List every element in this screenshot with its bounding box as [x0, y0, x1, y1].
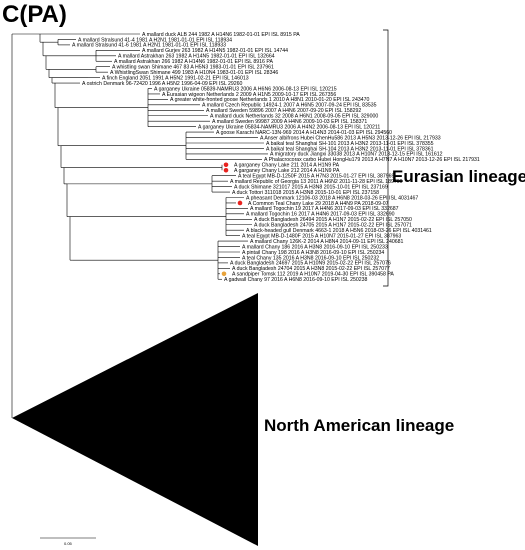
- leaf-label: A baikal teal Shanghai SH-104 2013 A H3N…: [266, 146, 434, 152]
- leaf-label: A pheasant Denmark 12106-03 2018 A H6N8 …: [246, 195, 418, 201]
- leaf-label: A mallard Chany 126K-2 2014 A H8N4 2014-…: [250, 239, 404, 245]
- leaf-label: A duck Shimane 321017 2015 A H3N8 2015-1…: [234, 184, 388, 190]
- eurasian-clade-bracket: [383, 29, 389, 287]
- eurasian-tree: A mallard duck ALB 244 1982 A H14N6 1982…: [11, 32, 480, 418]
- leaf-label: A gadwall Chany 97 2016 A H6N8 2016-09-1…: [224, 277, 368, 283]
- leaf-label: A mallard Sweden 99987 2009 A H4N6 2009-…: [212, 119, 367, 125]
- leaf-label: A migratory duck Jiangxi 33038 2013 A H1…: [270, 152, 443, 158]
- leaf-label: A goose Karachi NARC-13N-969 2014 A H14N…: [216, 130, 392, 136]
- leaf-label: A baikal teal Shanghai SH-101 2013 A H3N…: [266, 141, 434, 147]
- eurasian-lineage-label: Eurasian lineage: [392, 167, 525, 186]
- leaf-label: A whistling swan Shimane 467 83 A H5N3 1…: [112, 65, 274, 71]
- leaf-label: A mallard Togochin 16 2017 A H4N6 2017-0…: [246, 212, 395, 218]
- north-american-collapsed-clade: [12, 293, 258, 546]
- leaf-label: A garganey Ukraine 05834-NAMRU3 2006 A H…: [198, 124, 380, 130]
- leaf-label: A Phalacrocorax carbo Hubei HongHu179 20…: [264, 157, 480, 163]
- panel-label: C(PA): [2, 1, 67, 28]
- scale-bar-label: 0.05: [64, 541, 73, 546]
- orange-marker-icon: [221, 271, 227, 277]
- red-marker-icon: [237, 200, 243, 206]
- leaf-label: A garganey Ukraine 05839-NAMRU3 2006 A H…: [154, 86, 337, 92]
- leaf-label: A mallard duck ALB 244 1982 A H14N6 1982…: [142, 32, 300, 38]
- leaf-label: A finch England 2051 1991 A H5N2 1991-02…: [102, 75, 249, 81]
- leaf-label: A mallard Czech Republic 14924-1 2007 A …: [202, 103, 377, 109]
- leaf-label: A Common Teal Chany Lake 29 2018 A H4N9 …: [248, 201, 389, 207]
- leaf-label: A mallard Chany 186 2016 A H3N8 2016-09-…: [242, 244, 388, 250]
- leaf-label: A greater white-fronted goose Netherland…: [170, 97, 369, 103]
- leaf-label: A pintail Chany 198 2016 A H3N8 2016-09-…: [242, 250, 384, 256]
- leaf-label: A mallard Astrakhan 266 1982 A H14N6 198…: [114, 59, 273, 65]
- leaf-label: A mallard Togochin 19 2017 A H4N6 2017-0…: [250, 206, 399, 212]
- leaf-label: A mallard duck Netherlands 32 2008 A H6N…: [210, 114, 378, 120]
- leaf-label: A duck Bangladesh 24705 2015 A H1N7 2015…: [254, 223, 412, 229]
- leaf-label: A duck Bangladesh 24704 2015 A H3N8 2015…: [232, 266, 390, 272]
- leaf-label: A teal Egypt MB-D-1480F 2015 A H10N7 201…: [242, 233, 401, 239]
- leaf-label: A teal Egypt MB-D-1250F 2015 A H7N3 2015…: [238, 174, 395, 180]
- leaf-label: A garganey Chany Lake 212 2014 A H1N9 PA: [234, 168, 340, 174]
- leaf-label: A teal Chany 135 2016 A H3N8 2016-09-10 …: [242, 255, 379, 261]
- red-marker-icon: [223, 167, 229, 173]
- leaf-label: A mallard Stralsund 41-4 1981 A H2N1 198…: [78, 37, 232, 43]
- leaf-label: A duck Bangladesh 24697 2015 A H10N9 201…: [230, 261, 391, 267]
- leaf-label: A ostrich Denmark 96-72420 1996 A H5N2 1…: [82, 81, 243, 87]
- leaf-label: A WhistlingSwan Shimane 499 1983 A H10N4…: [110, 70, 278, 76]
- north-american-lineage-label: North American lineage: [264, 416, 454, 435]
- leaf-label: A Anser albifrons Hubei ChenHu586 2013 A…: [260, 135, 441, 141]
- leaf-label: A black-headed gull Denmark 4663-1 2018 …: [246, 228, 432, 234]
- leaf-label: A mallard Gurjev 263 1982 A H14N5 1982-0…: [142, 48, 288, 54]
- leaf-label: A Eurasian wigeon Netherlands 2 2009 A H…: [162, 92, 336, 98]
- leaf-label: A garganey Chany Lake 211 2014 A H1N9 PA: [234, 163, 340, 169]
- leaf-label: A mallard Sweden 59896 2007 A H4N6 2007-…: [206, 108, 361, 114]
- leaf-label: A mallard Stralsund 41-6 1981 A H2N1 198…: [72, 43, 226, 49]
- leaf-label: A sandpiper Tomsk 112 2019 A H10N7 2019-…: [232, 272, 394, 278]
- leaf-label: A mallard Republic of Georgia 13 2011 A …: [230, 179, 403, 185]
- red-marker-icon: [223, 162, 229, 168]
- leaf-label: A duck Tottori 311018 2015 A H3N8 2015-1…: [232, 190, 379, 196]
- leaf-label: A duck Bangladesh 26494 2015 A H1N7 2015…: [254, 217, 412, 223]
- leaf-label: A mallard Astrakhan 263 1982 A H14N5 198…: [118, 54, 275, 60]
